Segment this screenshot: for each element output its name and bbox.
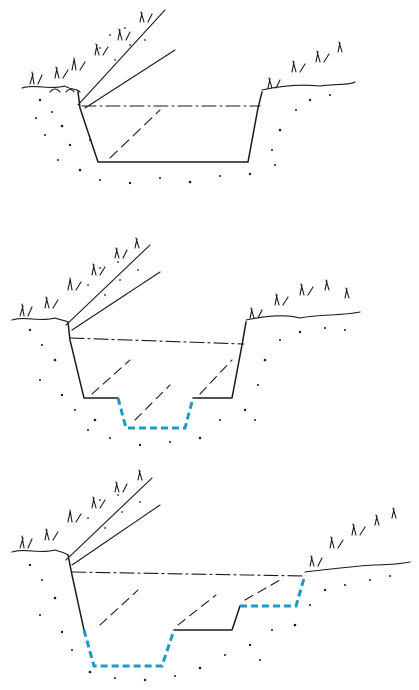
panel-2-ground-right [245,311,361,321]
panel-3 [11,469,411,682]
panel-1-grass-right [267,41,343,89]
panel-3-excavation-bench [240,574,307,608]
panel-3-grass-left [19,469,143,549]
panel-1-reflection-line [109,109,161,159]
panel-2-excavation-outline [116,397,195,430]
panel-3-water-line [71,571,306,577]
panel-1-left-bank-line-2 [84,49,176,109]
panel-2-left-bank-line-2 [71,271,161,331]
panel-2-reflection-lines [91,359,233,421]
panel-3-soil-texture [28,494,391,682]
panel-3-ground-right [304,561,411,573]
panel-1-ground-right [261,81,356,91]
panel-2-ground-left [11,317,69,323]
panel-1 [21,9,356,185]
panel-2-grass-right [249,279,350,319]
panel-2-grass-left [19,237,140,317]
panel-1-channel-outline [77,91,263,163]
panel-1-ground-left [21,85,81,93]
panel-1-left-bank-line [77,9,166,106]
panel-1-soil-texture [35,27,331,185]
panel-3-bench-outline [173,605,241,631]
panel-2-channel-outline [67,321,119,399]
panel-3-channel-left-bank [67,554,85,631]
panel-2-soil-texture [28,261,346,447]
panel-3-ground-left [11,549,69,556]
panel-3-left-bank-line [65,477,153,561]
panel-2-left-bank-line [65,244,151,326]
panel-3-left-bank-line-2 [71,504,161,566]
panel-2-water-line [69,337,245,345]
panel-2 [11,237,361,447]
panel-2-channel-right-bank [192,321,247,399]
panel-3-grass-right [309,507,397,567]
panel-3-excavation-low-channel [82,629,176,668]
panel-1-grass-left [29,11,153,93]
panel-3-reflection-lines [99,579,281,626]
